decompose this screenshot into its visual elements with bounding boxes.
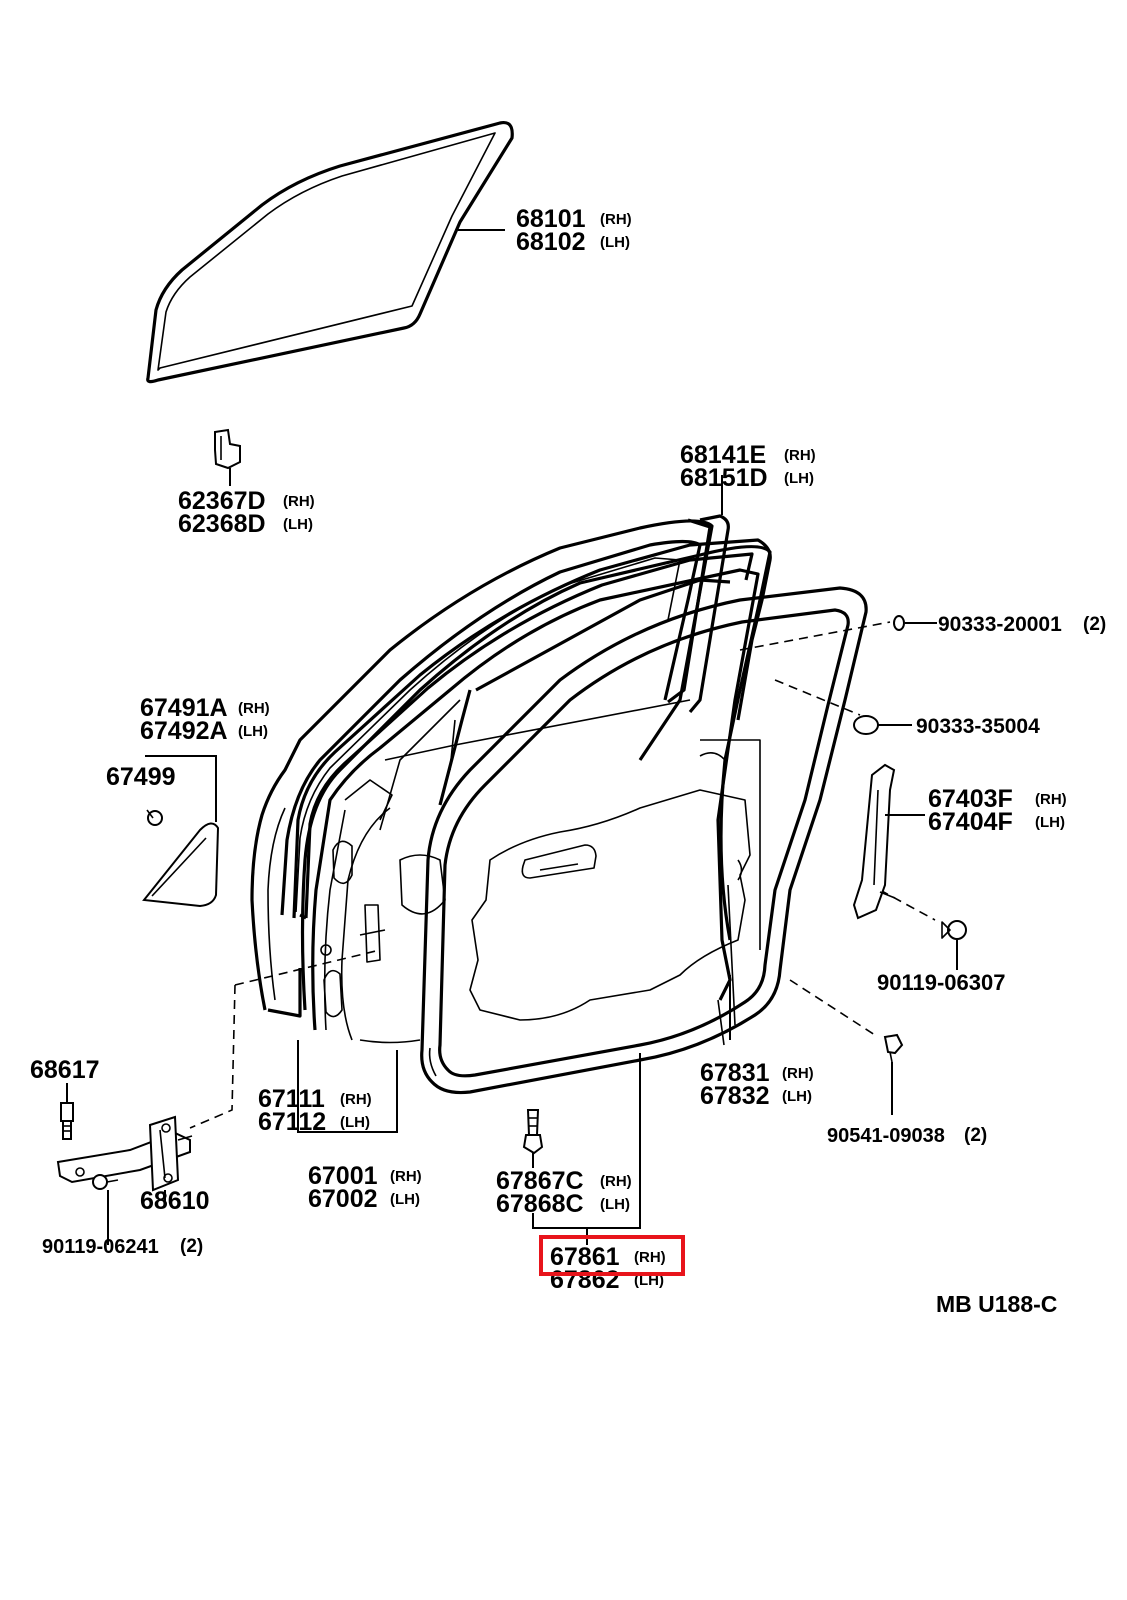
svg-text:68610: 68610 [140, 1187, 210, 1215]
label-ws-clip: 90541-09038 (2) [827, 1125, 987, 1147]
label-check-screw: 90119-06241 (2) [42, 1236, 203, 1258]
svg-text:(RH): (RH) [784, 447, 816, 464]
svg-text:(2): (2) [1083, 614, 1106, 635]
check-dash-leader-2 [234, 949, 381, 986]
plug-b-dash [774, 679, 861, 716]
label-screw-a: 90119-06307 [877, 970, 1005, 995]
svg-text:90333-20001: 90333-20001 [938, 613, 1062, 636]
door-weatherstrip-illustration [420, 586, 868, 1095]
svg-text:(RH): (RH) [283, 493, 315, 510]
label-clip: 62367D (RH) 62368D (LH) [178, 487, 315, 538]
svg-text:67001: 67001 [308, 1162, 378, 1190]
label-check: 68610 [140, 1187, 210, 1215]
door-bracket [297, 1040, 398, 1133]
door-glass-illustration [146, 120, 514, 384]
svg-text:67002: 67002 [308, 1185, 378, 1213]
svg-text:68141E: 68141E [680, 441, 766, 469]
plug-a-icon [893, 615, 905, 631]
fastener-icon [522, 1109, 544, 1155]
svg-text:(LH): (LH) [1035, 814, 1065, 831]
svg-text:68617: 68617 [30, 1056, 100, 1084]
svg-text:(RH): (RH) [1035, 791, 1067, 808]
check-dash-leader [189, 984, 236, 1129]
svg-text:(RH): (RH) [634, 1249, 666, 1266]
svg-text:62368D: 62368D [178, 510, 266, 538]
svg-text:67491A: 67491A [140, 694, 228, 722]
label-weatherstrip[interactable]: 67861 (RH) 67862 (LH) [550, 1243, 666, 1294]
highlight-box [539, 1235, 685, 1276]
cover-clip-icon [146, 809, 163, 826]
svg-text:67492A: 67492A [140, 717, 228, 745]
svg-text:90119-06241: 90119-06241 [42, 1236, 159, 1258]
plug-b-icon [853, 715, 879, 735]
svg-text:67403F: 67403F [928, 785, 1013, 813]
svg-text:(LH): (LH) [600, 234, 630, 251]
svg-text:67831: 67831 [700, 1059, 770, 1087]
svg-text:(RH): (RH) [340, 1091, 372, 1108]
label-panel: 67111 (RH) 67112 (LH) [258, 1085, 372, 1136]
svg-text:(RH): (RH) [782, 1065, 814, 1082]
check-screw-icon [92, 1174, 119, 1190]
inner-panel-illustration [469, 739, 761, 1021]
label-door: 67001 (RH) 67002 (LH) [308, 1162, 422, 1213]
label-sash: 67403F (RH) 67404F (LH) [928, 785, 1067, 836]
svg-text:62367D: 62367D [178, 487, 266, 515]
svg-text:68102: 68102 [516, 228, 586, 256]
corner-cover-illustration [142, 822, 220, 908]
svg-text:(LH): (LH) [634, 1272, 664, 1289]
svg-text:(LH): (LH) [238, 723, 268, 740]
svg-text:68151D: 68151D [680, 464, 768, 492]
svg-text:67832: 67832 [700, 1082, 770, 1110]
check-bolt-icon [60, 1102, 74, 1140]
svg-text:67111: 67111 [258, 1085, 325, 1113]
svg-text:67867C: 67867C [496, 1167, 584, 1195]
svg-text:(RH): (RH) [600, 1173, 632, 1190]
svg-text:(LH): (LH) [340, 1114, 370, 1131]
clip-ws-dash [789, 979, 876, 1036]
door-seal-illustration [717, 884, 736, 1046]
svg-text:(LH): (LH) [600, 1196, 630, 1213]
glass-clip-illustration [214, 428, 241, 470]
svg-text:68101: 68101 [516, 205, 586, 233]
svg-text:(LH): (LH) [784, 470, 814, 487]
svg-text:67861: 67861 [550, 1243, 620, 1271]
svg-text:(RH): (RH) [600, 211, 632, 228]
plug-a-dash [739, 621, 891, 651]
svg-text:(RH): (RH) [238, 700, 270, 717]
svg-text:67112: 67112 [258, 1108, 326, 1136]
label-glass: 68101 (RH) 68102 (LH) [516, 205, 632, 256]
door-shell-illustration [300, 545, 772, 1044]
svg-text:90119-06307: 90119-06307 [877, 970, 1005, 995]
label-cover: 67491A (RH) 67492A (LH) 67499 [106, 694, 270, 791]
label-check-bolt: 68617 [30, 1056, 100, 1084]
door-check-illustration [56, 1115, 193, 1192]
svg-text:67499: 67499 [106, 763, 176, 791]
svg-text:(2): (2) [180, 1236, 203, 1257]
ws-clip-icon [883, 1033, 904, 1063]
screw-icon [941, 920, 967, 940]
cover-leader [145, 755, 217, 822]
svg-text:(LH): (LH) [782, 1088, 812, 1105]
diagram-code: MB U188-C [936, 1291, 1057, 1317]
glass-run-illustration [292, 514, 772, 920]
svg-text:(LH): (LH) [283, 516, 313, 533]
svg-text:(LH): (LH) [390, 1191, 420, 1208]
svg-text:67404F: 67404F [928, 808, 1013, 836]
label-run: 68141E (RH) 68151D (LH) [680, 441, 816, 492]
svg-text:67862: 67862 [550, 1266, 620, 1294]
svg-text:67868C: 67868C [496, 1190, 584, 1218]
rear-sash-illustration [852, 763, 896, 920]
label-plug-a: 90333-20001 (2) [938, 613, 1106, 636]
svg-text:(2): (2) [964, 1125, 987, 1146]
label-plug-b: 90333-35004 [916, 715, 1040, 738]
screw-dash [879, 889, 936, 921]
svg-text:(RH): (RH) [390, 1168, 422, 1185]
svg-text:90333-35004: 90333-35004 [916, 715, 1040, 738]
label-fastener: 67867C (RH) 67868C (LH) [496, 1167, 632, 1218]
label-seal: 67831 (RH) 67832 (LH) [700, 1059, 814, 1110]
svg-text:90541-09038: 90541-09038 [827, 1125, 945, 1147]
